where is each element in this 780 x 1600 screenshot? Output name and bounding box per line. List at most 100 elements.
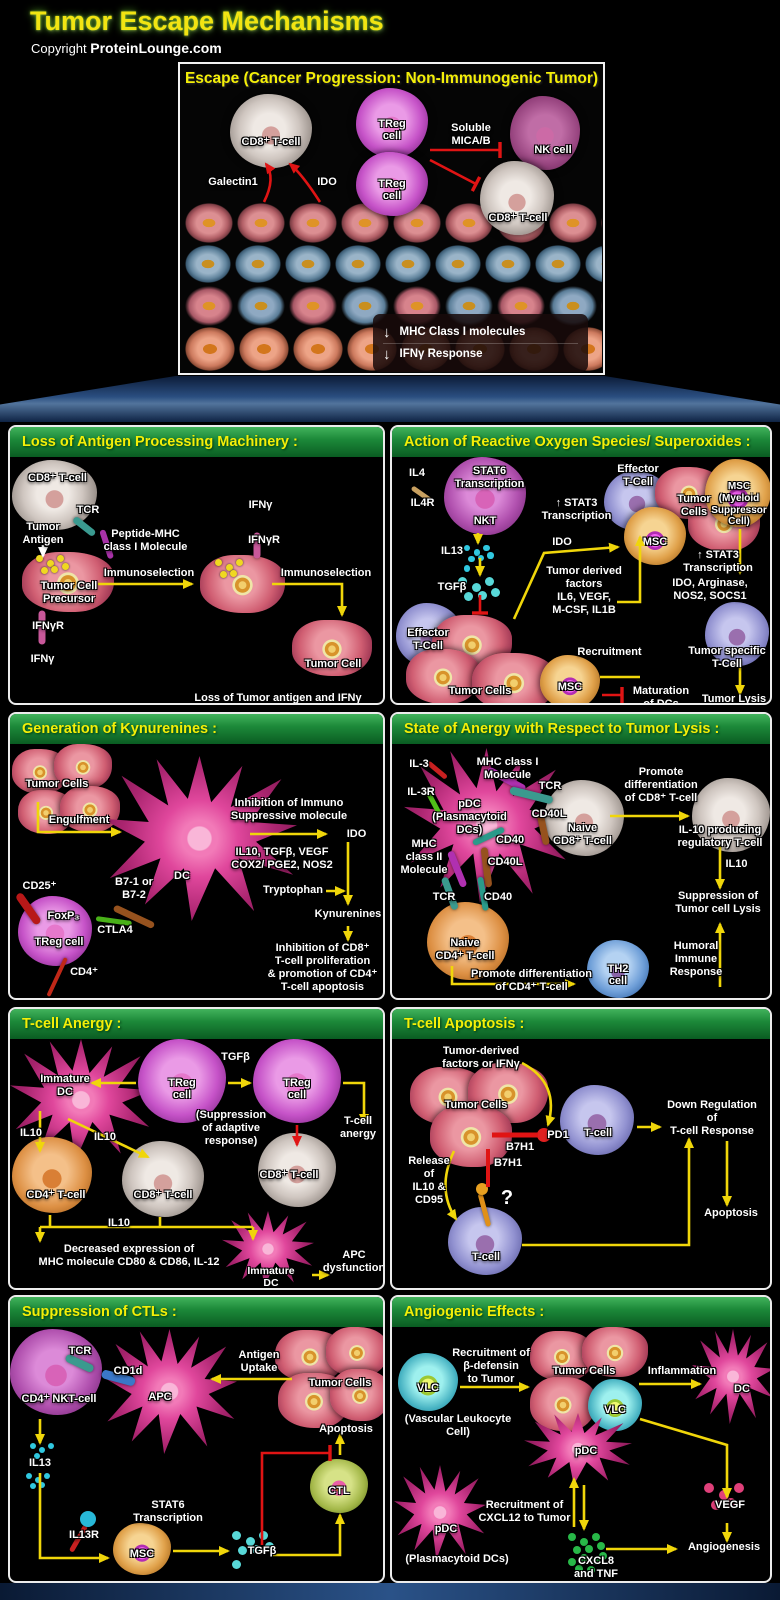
tumor-antigen-label: Tumor Antigen	[22, 521, 64, 546]
ifngr-label: IFNγR	[248, 534, 280, 546]
cytokines-label: IL10, TGFβ, VEGF COX2/ PGE2, NOS2	[231, 846, 333, 871]
cell-label: MSC	[642, 535, 668, 548]
il3-label: IL-3	[409, 758, 429, 770]
msc-cell: MSC	[113, 1523, 171, 1575]
cxcl8-label: CXCL8 and TNF	[574, 1555, 618, 1580]
overlay-line2: IFNγ Response	[399, 348, 483, 360]
ifng-label: IFNγ	[248, 499, 273, 511]
tumor-cells-label-2: Tumor Cells	[448, 685, 512, 697]
cell-label: TReg cell	[378, 117, 406, 142]
msc-cell-mid: MSC	[624, 507, 686, 565]
immunoselection-label-1: Immunoselection	[103, 567, 195, 579]
tumor-precursor-label: Tumor Cell Precursor	[40, 580, 98, 605]
vegf-label: VEGF	[715, 1499, 745, 1511]
th2-cell: TH2 cell	[587, 940, 649, 998]
il10-label: IL10	[725, 858, 748, 870]
footer-band	[0, 1583, 780, 1600]
cd8-tcell-right	[480, 161, 554, 235]
msc-label: MSC (Myeloid Suppressor Cell)	[711, 481, 767, 528]
tumor-cell-precursor	[22, 552, 114, 612]
nkt-label: NKT	[473, 515, 497, 527]
ctla4-label: CTLA4	[97, 924, 133, 936]
panel-angiogenic: Angiogenic Effects : VLC VLC Recruitment of…	[390, 1295, 772, 1583]
tumor-factors-label: Tumor-derived factors or IFNγ	[442, 1045, 520, 1070]
page-title: Tumor Escape Mechanisms	[30, 6, 384, 36]
cell-label: VLC	[604, 1404, 626, 1417]
tcr-label: TCR	[68, 1345, 92, 1357]
panel-header: Suppression of CTLs :	[10, 1297, 383, 1327]
promote-cd8-label: Promote differentiation of CD8⁺ T-cell	[624, 766, 698, 804]
il10-label-1: IL10	[19, 1127, 42, 1139]
mhc2-label: MHC class II Molecule	[400, 838, 448, 876]
tcr-label: TCR	[76, 504, 100, 516]
tcell-top	[560, 1085, 634, 1155]
cd40-label-2: CD40	[483, 891, 513, 903]
il10-label-2: IL10	[93, 1131, 116, 1143]
panel-title: Angiogenic Effects :	[404, 1304, 545, 1320]
ido-label: IDO	[346, 828, 367, 840]
naive-cd8-tcell	[544, 780, 624, 856]
naive-cd8-label: Naive CD8⁺ T-cell	[553, 822, 612, 847]
tcell-response-arrow	[522, 1137, 694, 1247]
panel-title: Loss of Antigen Processing Machinery :	[22, 434, 298, 450]
question-mark-label: ?	[500, 1187, 514, 1209]
down-arrow-icon: ↓	[383, 345, 391, 363]
cell-label: MSC	[557, 681, 583, 694]
dc-label: DC	[734, 1383, 750, 1395]
loss-caption: Loss of Tumor antigen and IFNγ	[194, 692, 362, 704]
panel-title: Action of Reactive Oxygen Species/ Super…	[404, 434, 751, 450]
cd4-nkt-label: CD4⁺ NKT-cell	[21, 1393, 97, 1405]
tumor-cell-mid	[200, 555, 285, 613]
il10-producing-label: IL-10 producing regulatory T-cell	[677, 824, 763, 849]
tryptophan-label: Tryptophan	[263, 884, 323, 896]
naive-cd4-label: Naive CD4⁺ T-cell	[435, 937, 495, 962]
ido-label: IDO	[552, 536, 572, 548]
tcell-label-1: T-cell	[583, 1127, 613, 1139]
panel-header: Angiogenic Effects :	[392, 1297, 770, 1327]
treg-cell-1: TReg cell	[356, 88, 428, 158]
cd4-label: CD4⁺ T-cell	[26, 1189, 86, 1201]
overlay-row: ↓ MHC Class I molecules	[383, 322, 578, 344]
inhibition-cd8-label: Inhibition of CD8⁺ T-cell proliferation …	[267, 942, 378, 993]
soluble-mica-label: Soluble MICA/B	[451, 122, 491, 147]
copyright-line: Copyright ProteinLounge.com	[31, 40, 222, 56]
il13r-ball	[80, 1511, 96, 1527]
copyright-brand: ProteinLounge.com	[90, 40, 222, 56]
bdefensin-label: Recruitment of β-defensin to Tumor	[452, 1347, 530, 1385]
maturation-label: Maturation of DCs	[632, 685, 690, 705]
tcell-label-2: T-cell	[471, 1251, 501, 1263]
peptide-mhc-label: Peptide-MHC class I Molecule	[103, 528, 188, 553]
panel-antigen-processing: Loss of Antigen Processing Machinery :CD…	[8, 425, 385, 705]
vlc-vegf-arrow	[639, 1417, 732, 1499]
down-arrow-icon: ↓	[383, 323, 391, 341]
il13-label: IL13	[28, 1457, 51, 1469]
effector-tcell-label: Effector T-Cell	[617, 463, 659, 488]
stat6-label: STAT6 Transcription	[133, 1499, 203, 1524]
panel-title: T-cell Apoptosis :	[404, 1016, 525, 1032]
ifng-label-2: IFNγ	[30, 653, 55, 665]
vlc-cell-1: VLC	[398, 1353, 458, 1411]
galectin1-label: Galectin1	[208, 176, 258, 188]
il10-reg-tcell	[692, 778, 770, 852]
cd8-tcell-right-label: CD8⁺ T-cell	[488, 212, 548, 224]
cd25-label: CD25⁺	[22, 880, 57, 892]
inhibition-bar	[470, 176, 482, 192]
cell-label: VLC	[417, 1381, 439, 1394]
cell-label: TReg cell	[283, 1077, 311, 1102]
cd8-right-label: CD8⁺ T-cell	[259, 1169, 319, 1181]
tumor-cells-label: Tumor Cells	[677, 493, 711, 518]
cd8-tcell	[12, 460, 97, 530]
cd40-label: CD40	[495, 834, 525, 846]
cd8-tcell	[230, 94, 312, 168]
b7h1-label-2: B7H1	[493, 1157, 523, 1169]
cell-label: TH2 cell	[607, 962, 629, 987]
nkt-cell	[444, 457, 526, 535]
panel-header: Action of Reactive Oxygen Species/ Super…	[392, 427, 770, 457]
downregulation-label: Down Regulation of T-cell Response	[667, 1099, 757, 1137]
foxp3-label: FoxP₃	[47, 910, 80, 922]
